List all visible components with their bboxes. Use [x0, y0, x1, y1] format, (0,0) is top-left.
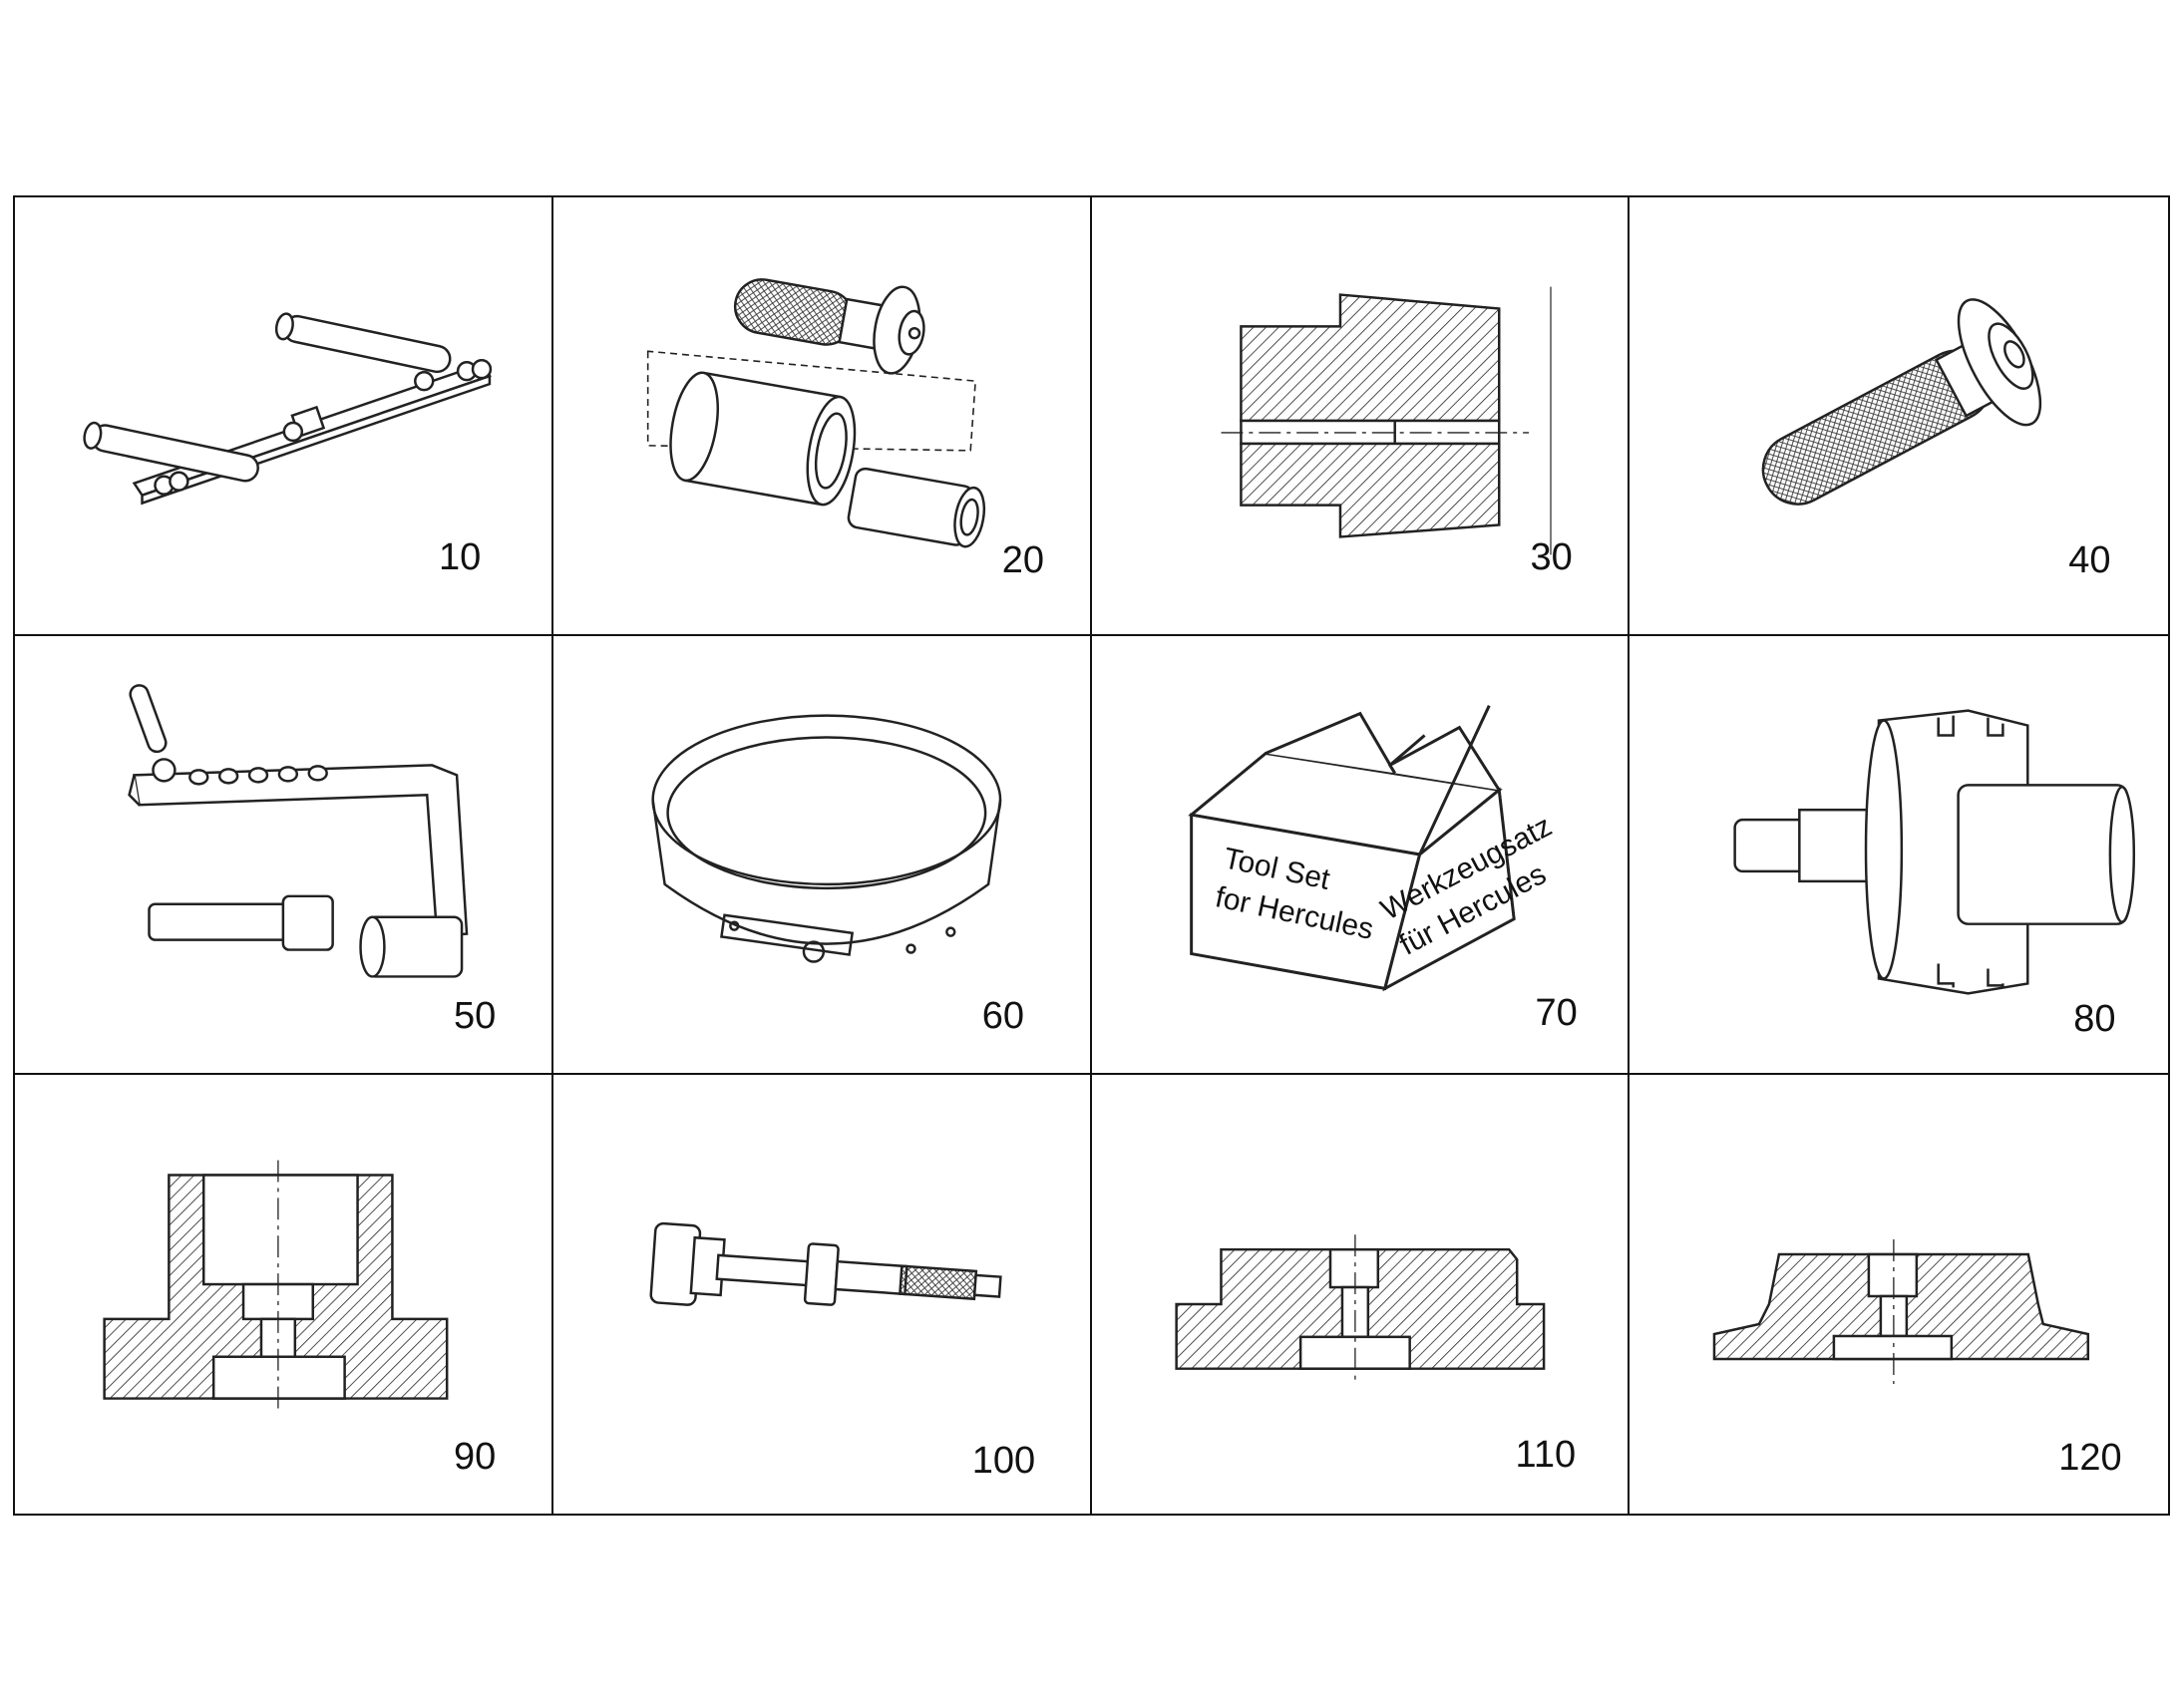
- ring-drawing: [651, 714, 1002, 963]
- tool-number: 80: [2073, 998, 2116, 1040]
- castle-adapter-drawing: [1733, 709, 2136, 995]
- tool-number: 50: [454, 995, 497, 1037]
- tool-cell-20: 20: [552, 197, 1092, 636]
- tool-cell-40: 40: [1630, 197, 2168, 636]
- tool-number: 20: [1001, 539, 1045, 581]
- crank-handle-drawing: [128, 684, 469, 978]
- tool-set-box-drawing: Tool Set for Hercules Werkzeugsatz für H…: [1187, 705, 1557, 992]
- tool-grid: 10: [13, 195, 2170, 1516]
- tool-number: 60: [981, 995, 1025, 1037]
- block-section-120-drawing: [1712, 1239, 2090, 1384]
- tool-cell-80: 80: [1630, 636, 2168, 1075]
- tool-number: 30: [1530, 536, 1573, 578]
- tool-number: 100: [971, 1440, 1036, 1482]
- tool-cell-30: 30: [1091, 197, 1631, 636]
- tool-number: 40: [2068, 539, 2111, 581]
- spindle-drawing: [649, 1221, 1002, 1306]
- tool-cell-120: 120: [1630, 1075, 2168, 1514]
- block-section-90-drawing: [103, 1160, 449, 1414]
- tool-number: 90: [454, 1436, 497, 1478]
- tool-cell-70: Tool Set for Hercules Werkzeugsatz für H…: [1091, 636, 1631, 1075]
- handle-bar-drawing: [83, 312, 493, 506]
- tool-cell-50: 50: [15, 636, 553, 1075]
- bushing-section-drawing: [1221, 286, 1552, 555]
- tool-number: 120: [2058, 1437, 2122, 1479]
- tool-cell-10: 10: [15, 197, 553, 636]
- tool-cell-100: 100: [553, 1075, 1092, 1514]
- block-section-110-drawing: [1174, 1234, 1545, 1384]
- tool-number: 110: [1515, 1434, 1577, 1476]
- tool-number: 70: [1535, 992, 1578, 1034]
- tool-number: 10: [439, 536, 482, 578]
- tool-cell-90: 90: [15, 1075, 553, 1514]
- grip-assembly-drawing: [646, 278, 985, 548]
- knurled-grip-drawing: [1761, 298, 2042, 506]
- tool-cell-110: 110: [1092, 1075, 1631, 1514]
- tool-cell-60: 60: [552, 636, 1092, 1075]
